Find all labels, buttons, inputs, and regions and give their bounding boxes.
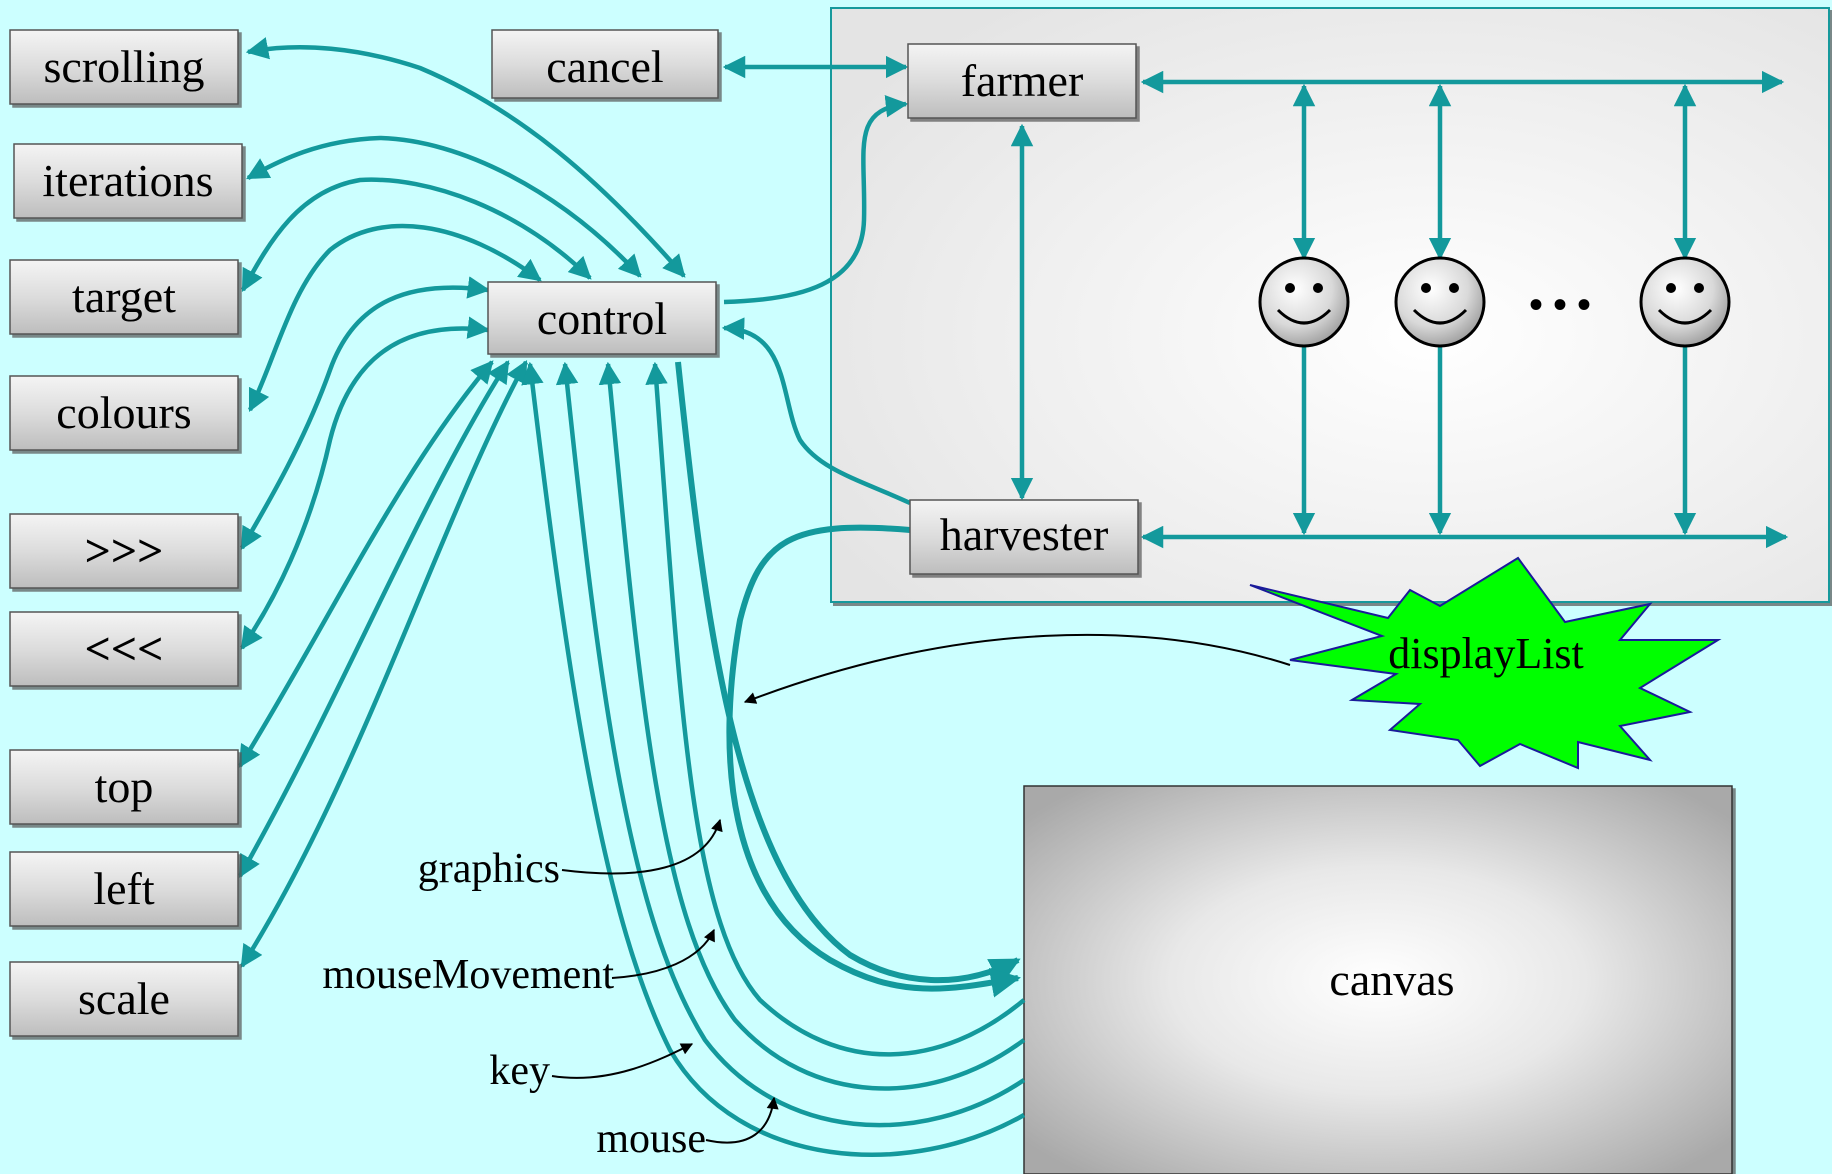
- arrow-displaylist-stream: [743, 633, 1291, 704]
- colours-label: colours: [56, 387, 191, 438]
- channel-label-mouse: mouse: [596, 1116, 706, 1162]
- target-button[interactable]: target: [9, 259, 239, 335]
- worker-ellipsis: • • •: [1529, 282, 1591, 327]
- colours-button[interactable]: colours: [9, 375, 239, 451]
- left-button-column: scrolling iterations target colours >>> …: [9, 29, 243, 1037]
- pointer-graphics: [561, 818, 723, 875]
- smiley-face-icon: [1258, 256, 1350, 348]
- farmer-label: farmer: [961, 55, 1084, 106]
- arrow-control-top: [238, 360, 494, 768]
- arrow-control-left: [238, 360, 510, 878]
- forward-label: >>>: [85, 525, 164, 576]
- arrow-control-target: [241, 177, 592, 292]
- forward-button[interactable]: >>>: [9, 513, 239, 589]
- pointer-mouse-movement: [611, 928, 715, 979]
- scale-button[interactable]: scale: [9, 961, 239, 1037]
- arrow-control-canvas-graphics: [675, 361, 1021, 986]
- left-label: left: [93, 863, 155, 914]
- pointer-mouse: [705, 1096, 779, 1144]
- cancel-button[interactable]: cancel: [491, 29, 719, 99]
- left-button[interactable]: left: [9, 851, 239, 927]
- scale-label: scale: [78, 973, 170, 1024]
- arrow-canvas-control-mouse: [555, 361, 1026, 1128]
- cancel-label: cancel: [546, 41, 663, 92]
- arrow-canvas-control-mouse2: [521, 361, 1026, 1157]
- channel-label-key: key: [489, 1048, 550, 1094]
- arrow-control-scale: [240, 360, 528, 968]
- iterations-label: iterations: [42, 155, 213, 206]
- arrow-canvas-control-key: [598, 361, 1026, 1091]
- channel-label-mouse-movement: mouseMovement: [322, 952, 614, 998]
- control-label: control: [537, 293, 667, 344]
- pointer-key: [551, 1043, 694, 1079]
- channel-label-graphics: graphics: [418, 846, 560, 892]
- farmer-node[interactable]: farmer: [907, 43, 1137, 119]
- iterations-button[interactable]: iterations: [13, 143, 243, 219]
- back-label: <<<: [85, 623, 164, 674]
- smiley-face-icon: [1639, 256, 1731, 348]
- target-label: target: [72, 271, 176, 322]
- arrow-canvas-control-movement: [645, 361, 1026, 1057]
- arrow-harvester-control: [721, 317, 911, 506]
- arrow-harvester-canvas: [726, 524, 1021, 998]
- control-node[interactable]: control: [487, 281, 717, 355]
- smiley-face-icon: [1394, 256, 1486, 348]
- canvas-box[interactable]: [1023, 785, 1733, 1174]
- arrow-control-iterations: [246, 135, 642, 278]
- back-button[interactable]: <<<: [9, 611, 239, 687]
- harvester-node[interactable]: harvester: [909, 499, 1139, 575]
- display-list-star[interactable]: [1249, 556, 1722, 770]
- display-list-label: displayList: [1388, 629, 1584, 678]
- scrolling-button[interactable]: scrolling: [9, 29, 239, 105]
- top-label: top: [95, 761, 154, 812]
- scrolling-label: scrolling: [44, 41, 205, 92]
- canvas-label: canvas: [1329, 954, 1454, 1005]
- arrow-control-farmer: [723, 94, 909, 305]
- top-button[interactable]: top: [9, 749, 239, 825]
- starburst-icon: [1249, 556, 1722, 770]
- harvester-label: harvester: [940, 509, 1109, 560]
- arrow-control-back: [240, 316, 491, 650]
